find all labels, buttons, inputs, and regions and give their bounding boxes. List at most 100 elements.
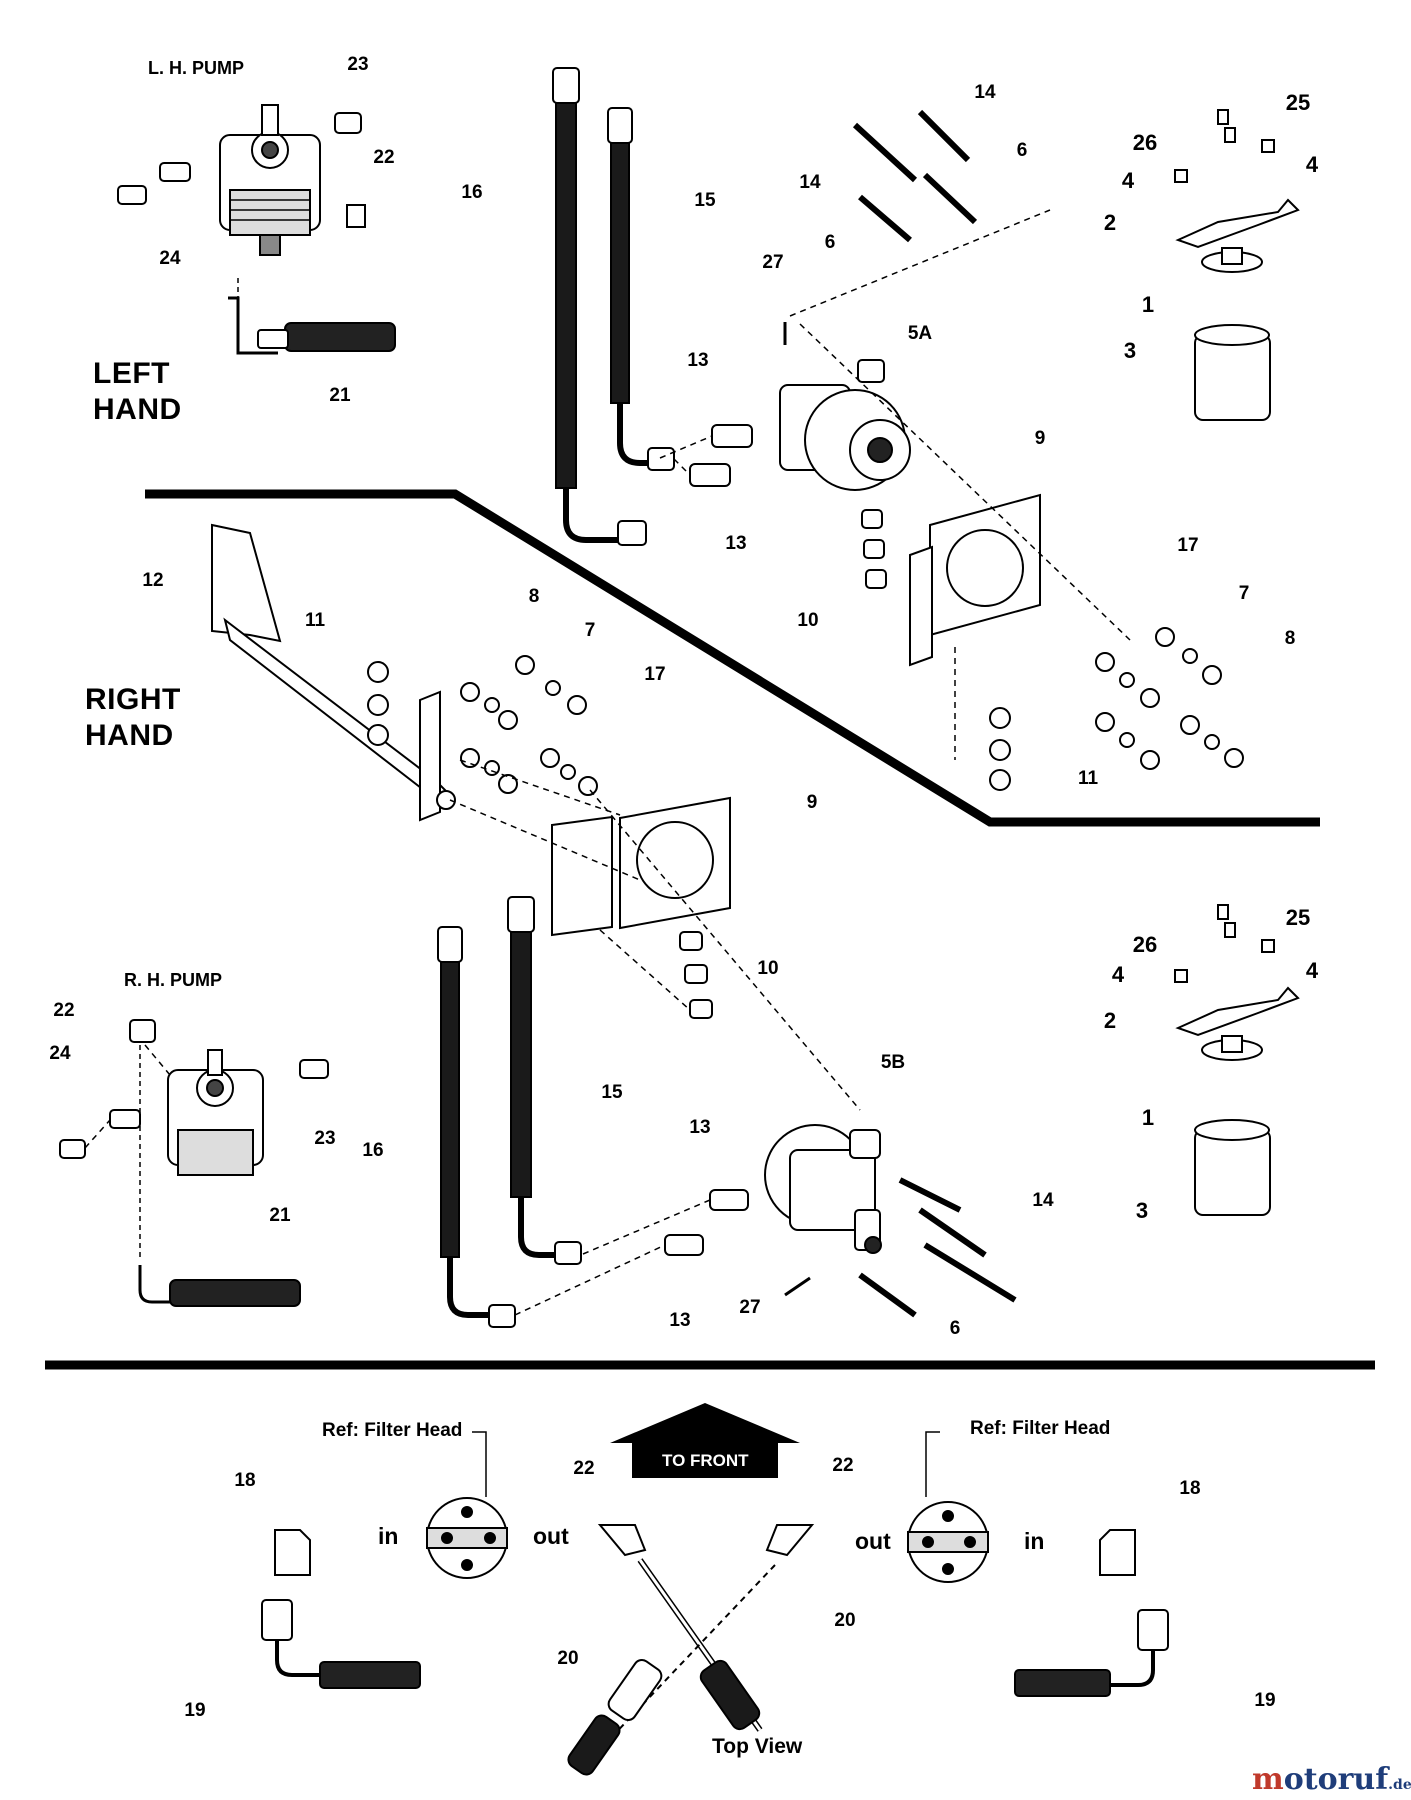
- callout-16: 16: [461, 182, 483, 203]
- callout-15: 15: [601, 1082, 623, 1103]
- callout-23: 23: [347, 54, 369, 75]
- callout-7: 7: [1238, 583, 1250, 604]
- callout-6: 6: [949, 1318, 961, 1339]
- callout-5b: 5B: [880, 1052, 906, 1073]
- callout-24: 24: [49, 1043, 71, 1064]
- to-front-arrow: [610, 1403, 800, 1478]
- watermark-tld: .de: [1388, 1777, 1411, 1793]
- callout-22: 22: [53, 1000, 75, 1021]
- upper-hoses: [552, 67, 675, 546]
- callout-20: 20: [557, 1648, 579, 1669]
- callout-20: 20: [834, 1610, 856, 1631]
- callout-3: 3: [1123, 338, 1137, 363]
- right-pump-drawing: [59, 1019, 329, 1307]
- callout-9: 9: [806, 792, 818, 813]
- callout-13: 13: [669, 1310, 691, 1331]
- lower-bolts: [784, 1177, 1017, 1318]
- callout-16: 16: [362, 1140, 384, 1161]
- callout-4: 4: [1121, 168, 1135, 193]
- hose-19-drawings: [261, 1599, 1169, 1697]
- callout-17: 17: [1177, 535, 1199, 556]
- upper-bracket-9: [909, 493, 1041, 667]
- fitting-22-drawings: [597, 1524, 815, 1557]
- callout-8: 8: [1284, 628, 1296, 649]
- callout-27: 27: [762, 252, 784, 273]
- watermark-m: m: [1252, 1762, 1284, 1797]
- callout-24: 24: [159, 248, 181, 269]
- callout-6: 6: [1016, 140, 1028, 161]
- callout-14: 14: [799, 172, 821, 193]
- callout-2: 2: [1103, 210, 1117, 235]
- callout-1: 1: [1141, 1105, 1155, 1130]
- section-divider-upper: [145, 489, 1320, 827]
- upper-fittings-13: [689, 424, 753, 487]
- callout-21: 21: [329, 385, 351, 406]
- filter-head-left-drawing: [426, 1497, 508, 1579]
- upper-guide-lines: [659, 209, 1131, 760]
- top-view-label: Top View: [712, 1735, 803, 1758]
- callout-26: 26: [1132, 932, 1158, 957]
- filter-head-ref-left: Ref: Filter Head: [322, 1420, 463, 1441]
- left-hand-label: LEFT HAND: [93, 357, 182, 426]
- callout-3: 3: [1135, 1198, 1149, 1223]
- upper-washers-nuts: [989, 627, 1244, 791]
- right-pump-label: R. H. PUMP: [124, 970, 223, 990]
- callout-25: 25: [1285, 905, 1311, 930]
- callout-10: 10: [797, 610, 819, 631]
- callout-2: 2: [1103, 1008, 1117, 1033]
- callout-22: 22: [573, 1458, 595, 1479]
- lower-guide-lines: [84, 759, 861, 1316]
- callout-25: 25: [1285, 90, 1311, 115]
- left-pump-fittings: [117, 112, 396, 355]
- callout-17: 17: [644, 664, 666, 685]
- upper-bolts: [852, 109, 978, 243]
- middle-bolts-10: [679, 931, 713, 1019]
- callout-15: 15: [694, 190, 716, 211]
- ref-leader-lines: [472, 1431, 940, 1497]
- callout-13: 13: [689, 1117, 711, 1138]
- motor-5a-drawing: [779, 359, 911, 491]
- callout-9: 9: [1034, 428, 1046, 449]
- callout-23: 23: [314, 1128, 336, 1149]
- left-pump-drawing: [219, 104, 321, 256]
- callout-18: 18: [234, 1470, 256, 1491]
- lower-filter-assembly: [1174, 904, 1300, 1216]
- callout-13: 13: [725, 533, 747, 554]
- callout-4: 4: [1111, 962, 1125, 987]
- crossed-hoses-20: [567, 1558, 776, 1776]
- in-label-right: in: [1024, 1528, 1045, 1554]
- callout-27: 27: [739, 1297, 761, 1318]
- watermark-rest: otoruf: [1283, 1762, 1389, 1797]
- callout-19: 19: [1254, 1690, 1276, 1711]
- callout-8: 8: [528, 586, 540, 607]
- callout-22: 22: [373, 147, 395, 168]
- callout-4: 4: [1305, 152, 1319, 177]
- motor-5b-drawing: [764, 1124, 882, 1254]
- callout-22: 22: [832, 1455, 854, 1476]
- callout-4: 4: [1305, 958, 1319, 983]
- cross-tube-12: [211, 523, 456, 822]
- middle-washers-nuts: [367, 655, 598, 796]
- upper-filter-assembly: [1174, 109, 1300, 421]
- callout-14: 14: [974, 82, 996, 103]
- callout-19: 19: [184, 1700, 206, 1721]
- out-label-left: out: [533, 1523, 569, 1549]
- elbow-18-drawings: [274, 1529, 1136, 1576]
- callout-6: 6: [824, 232, 836, 253]
- callout-12: 12: [142, 570, 164, 591]
- middle-bracket-9: [551, 796, 731, 937]
- left-pump-label: L. H. PUMP: [148, 58, 245, 78]
- right-hand-label: RIGHT HAND: [85, 683, 181, 752]
- callout-10: 10: [757, 958, 779, 979]
- upper-bolts-10: [861, 509, 887, 589]
- callout-11: 11: [304, 610, 326, 631]
- callout-21: 21: [269, 1205, 291, 1226]
- callout-5a: 5A: [907, 323, 933, 344]
- callout-18: 18: [1179, 1478, 1201, 1499]
- callout-14: 14: [1032, 1190, 1054, 1211]
- filter-head-ref-right: Ref: Filter Head: [970, 1418, 1111, 1439]
- callout-1: 1: [1141, 292, 1155, 317]
- filter-head-right-drawing: [907, 1501, 989, 1583]
- callout-26: 26: [1132, 130, 1158, 155]
